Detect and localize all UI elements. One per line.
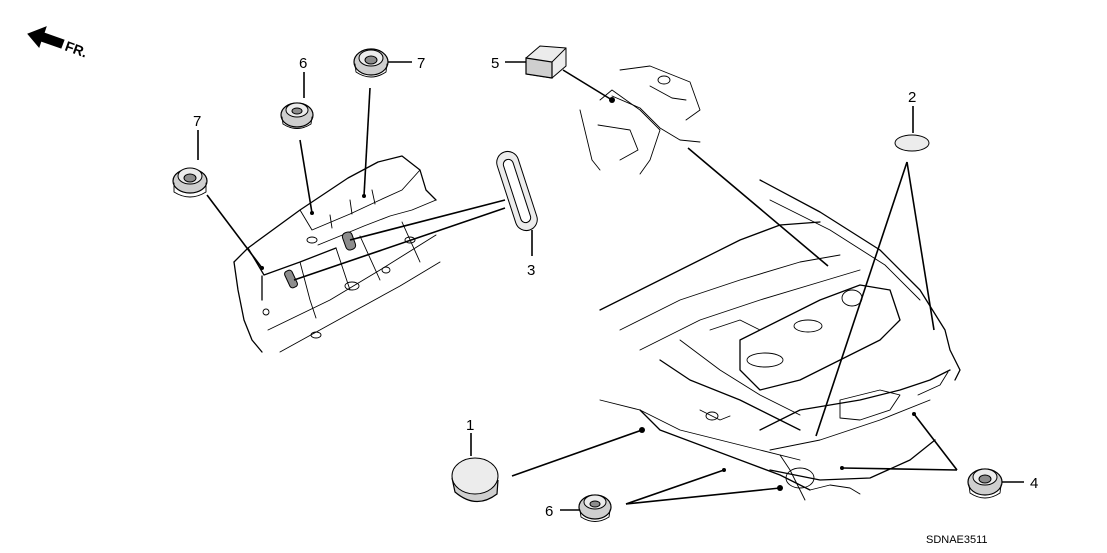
grommet-7-top — [353, 48, 389, 78]
front-direction-arrow: FR. — [27, 26, 90, 61]
callout-numbers: 7 6 7 5 2 3 4 1 6 — [193, 55, 1038, 520]
oval-plug-part-2 — [894, 134, 930, 152]
callout-2: 2 — [908, 89, 916, 106]
direction-label: FR. — [63, 38, 90, 61]
callout-5: 5 — [491, 55, 499, 72]
callout-6-top: 6 — [299, 55, 307, 72]
callout-6-bottom: 6 — [545, 503, 553, 520]
callout-3: 3 — [527, 262, 535, 279]
callout-1: 1 — [466, 417, 474, 434]
leader-lines — [206, 69, 958, 505]
callout-4: 4 — [1030, 475, 1038, 492]
grommet-part-4 — [967, 468, 1003, 499]
callout-7-left: 7 — [193, 113, 201, 130]
callout-tails — [197, 61, 1024, 511]
plug-part-1 — [451, 457, 499, 503]
grommet-6-top — [280, 102, 314, 129]
left-floor-panel — [233, 155, 441, 353]
callout-7-top: 7 — [417, 55, 425, 72]
arrow-icon — [27, 26, 65, 49]
rear-body-assembly — [579, 65, 961, 501]
grommet-6-bottom — [578, 494, 612, 522]
grommet-ring-part-3 — [496, 150, 538, 232]
diagram-code: SDNAE3511 — [926, 534, 988, 546]
block-part-5 — [525, 45, 567, 79]
grommet-7-left — [172, 167, 208, 198]
